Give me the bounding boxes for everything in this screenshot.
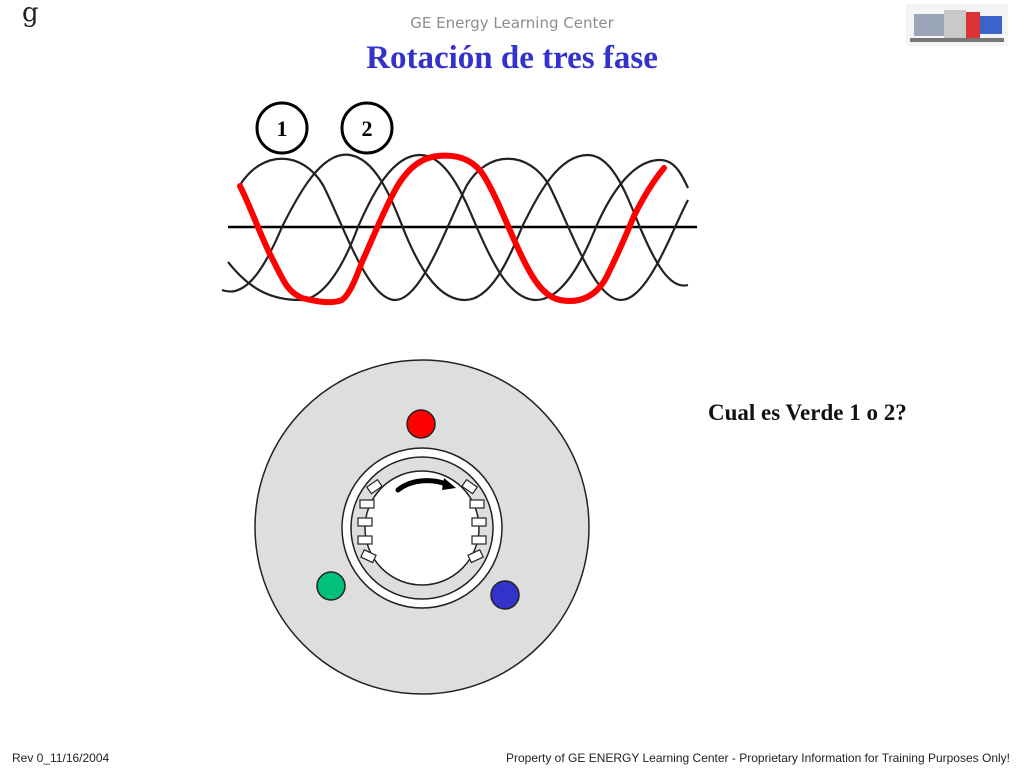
phase-circle-2 — [340, 101, 394, 155]
question-text: Cual es Verde 1 o 2? — [708, 400, 907, 425]
phase-circle-1 — [255, 101, 309, 155]
sine-wave-b — [221, 153, 689, 302]
rotation-arrowhead-icon — [442, 478, 456, 490]
header-text: GE Energy Learning Center — [410, 14, 614, 32]
turbine-thumbnail-icon — [906, 4, 1008, 46]
rotor-core — [364, 470, 480, 586]
phase-label-2: 2 — [362, 116, 373, 141]
page-title: Rotación de tres fase — [366, 40, 658, 76]
footer-revision: Rev 0_11/16/2004 — [12, 751, 110, 765]
sine-wave-c — [227, 153, 689, 302]
phase-label-1: 1 — [277, 116, 288, 141]
phase-dot-red — [406, 409, 436, 439]
ge-logo: g — [22, 0, 39, 28]
sine-wave-a — [239, 157, 689, 302]
phase-dot-blue — [490, 580, 520, 610]
rotor-slots — [357, 478, 487, 564]
rotation-arrow-icon — [395, 478, 449, 493]
phase-dot-green — [316, 571, 346, 601]
highlight-wave-red — [237, 152, 667, 306]
footer-property: Property of GE ENERGY Learning Center - … — [506, 751, 1010, 765]
